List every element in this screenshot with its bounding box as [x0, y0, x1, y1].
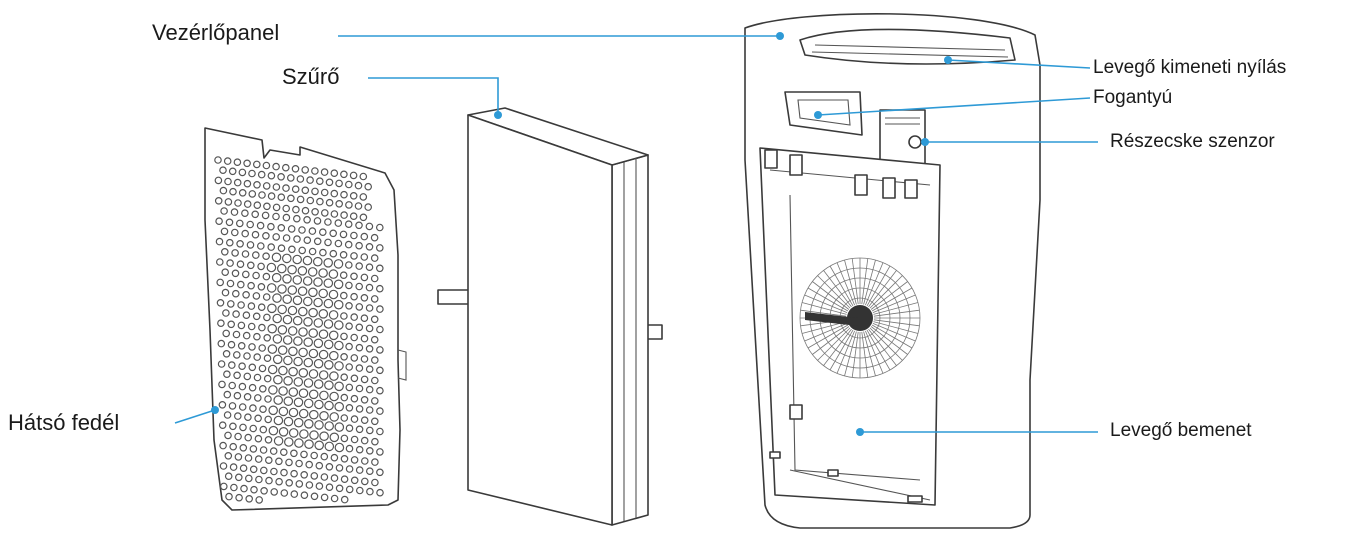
label-handle: Fogantyú — [1093, 88, 1172, 107]
label-control-panel: Vezérlőpanel — [152, 22, 279, 44]
filter-part — [438, 108, 662, 525]
label-back-cover: Hátsó fedél — [8, 412, 119, 434]
leader-filter — [368, 78, 498, 115]
label-air-outlet: Levegő kimeneti nyílás — [1093, 58, 1286, 77]
main-unit-part — [745, 14, 1040, 528]
label-particle-sensor: Részecske szenzor — [1110, 132, 1275, 151]
back-cover-part — [205, 128, 406, 510]
label-air-inlet: Levegő bemenet — [1110, 421, 1252, 440]
label-filter: Szűrő — [282, 66, 339, 88]
leader-back-cover — [175, 410, 215, 423]
